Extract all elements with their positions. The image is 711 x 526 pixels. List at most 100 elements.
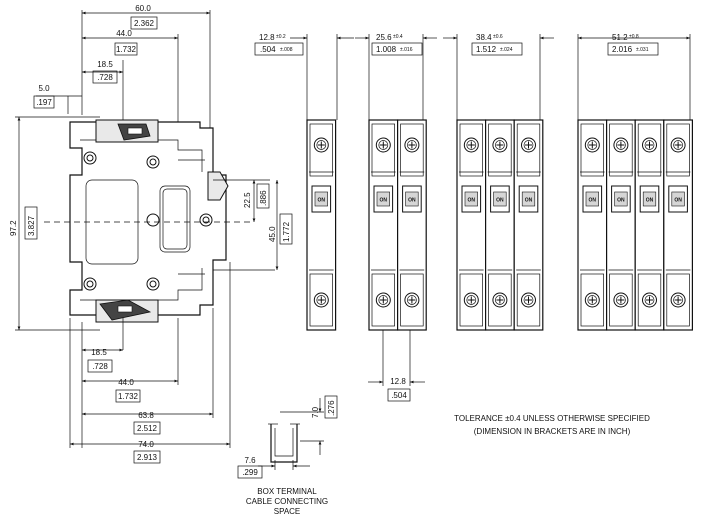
- pole-3-tol-in: ±.024: [500, 47, 513, 53]
- dim-center-full-in: 1.772: [282, 221, 291, 242]
- dim-rail-width-mm: 44.0: [116, 29, 132, 38]
- pole-3-width-mm: 38.4: [476, 33, 492, 42]
- pole-3-width-label: 38.4 ±0.6 1.512 ±.024: [443, 33, 554, 120]
- terminal-screw-icon: [313, 292, 329, 308]
- dim-center-full-mm: 45.0: [268, 226, 277, 242]
- box-height-in: .276: [327, 400, 336, 416]
- terminal-screw-icon: [670, 292, 686, 308]
- box-caption-line1: BOX TERMINAL: [257, 487, 317, 496]
- breaker-module: ON: [368, 119, 399, 331]
- dim-total-depth-mm: 74.0: [138, 440, 154, 449]
- pole-pitch-dimension: 12.8 .504: [368, 330, 425, 402]
- dim-left-offset-in: .197: [36, 98, 52, 107]
- breaker-module: ON: [485, 119, 515, 331]
- breaker-module: ON: [577, 119, 608, 331]
- dim-depth-in: 2.512: [137, 424, 158, 433]
- breaker-module: ON: [605, 119, 636, 331]
- terminal-screw-icon: [521, 292, 536, 308]
- pole-4-width-in: 2.016: [612, 45, 633, 54]
- on-label: ON: [646, 198, 654, 204]
- pole-1-width-label: 12.8 ±0.2 .504 ±.008: [254, 33, 354, 120]
- pole-4-width-mm: 51.2: [612, 33, 628, 42]
- box-width-mm: 7.6: [244, 456, 256, 465]
- breaker-module: ON: [397, 119, 427, 331]
- terminal-screw-icon: [613, 292, 629, 308]
- box-terminal-detail: 7.0 .276 7.6 .299 BOX TERMINAL CABLE CON…: [237, 395, 338, 516]
- dim-top-terminal-mm: 18.5: [97, 60, 113, 69]
- dim-overall-width-in: 2.362: [134, 19, 155, 28]
- on-label: ON: [525, 198, 533, 204]
- pole-dimension-labels: 12.8 ±0.2 .504 ±.008 25.6 ±0.4 1.008 ±.0…: [254, 33, 691, 120]
- terminal-screw-icon: [584, 292, 600, 308]
- breaker-module: ON: [513, 119, 544, 331]
- breaker-group-1: ON: [306, 119, 337, 331]
- pole-2-width-in: 1.008: [376, 45, 397, 54]
- terminal-screw-icon: [670, 137, 686, 153]
- pole-2-tol-mm: ±0.4: [393, 34, 403, 40]
- pitch-mm: 12.8: [390, 377, 406, 386]
- on-label: ON: [496, 198, 504, 204]
- dim-bottom-terminal-mm: 18.5: [91, 348, 107, 357]
- pole-4-tol-mm: ±0.8: [629, 34, 639, 40]
- breaker-module: ON: [634, 119, 665, 331]
- dim-rail-width-in: 1.732: [116, 45, 137, 54]
- pole-1-tol-mm: ±0.2: [276, 34, 286, 40]
- pole-3-tol-mm: ±0.6: [493, 34, 503, 40]
- box-caption-line2: CABLE CONNECTING: [246, 497, 328, 506]
- dim-top-terminal-in: .728: [97, 73, 113, 82]
- note-units: (DIMENSION IN BRACKETS ARE IN INCH): [474, 427, 631, 436]
- terminal-screw-icon: [375, 137, 391, 153]
- pole-1-width-in: .504: [260, 45, 276, 54]
- terminal-screw-icon: [492, 292, 508, 308]
- dim-center-half-mm: 22.5: [243, 192, 252, 208]
- pitch-in: .504: [391, 391, 407, 400]
- dim-bottom-rail-mm: 44.0: [118, 378, 134, 387]
- terminal-screw-icon: [463, 137, 479, 153]
- terminal-screw-icon: [584, 137, 600, 153]
- side-view: 60.0 2.362 44.0 1.732 18.5 .728 5.0 .197…: [9, 4, 293, 464]
- box-height-mm: 7.0: [311, 406, 320, 418]
- breaker-module: ON: [663, 119, 693, 331]
- terminal-screw-icon: [642, 137, 657, 153]
- pole-2-tol-in: ±.016: [400, 47, 413, 53]
- box-width-in: .299: [242, 468, 258, 477]
- pole-1-tol-in: ±.008: [280, 47, 293, 53]
- dim-total-depth-in: 2.913: [137, 453, 158, 462]
- on-label: ON: [380, 198, 388, 204]
- terminal-screw-icon: [642, 292, 657, 308]
- pole-1-width-mm: 12.8: [259, 33, 275, 42]
- on-label: ON: [408, 198, 416, 204]
- on-label: ON: [468, 198, 476, 204]
- on-label: ON: [589, 198, 597, 204]
- dim-center-half-in: .886: [259, 190, 268, 206]
- breaker-module: ON: [456, 119, 487, 331]
- terminal-screw-icon: [375, 292, 391, 308]
- notes: TOLERANCE ±0.4 UNLESS OTHERWISE SPECIFIE…: [454, 414, 650, 436]
- breaker-group-2: ON ON: [368, 119, 427, 331]
- dim-height-in: 3.827: [27, 215, 36, 236]
- pole-4-tol-in: ±.031: [636, 47, 649, 53]
- dim-overall-width-mm: 60.0: [135, 4, 151, 13]
- breaker-module: ON: [306, 119, 337, 331]
- breaker-group-4: ON ON ON ON: [577, 119, 693, 331]
- dim-depth-mm: 63.8: [138, 411, 154, 420]
- terminal-screw-icon: [313, 137, 329, 153]
- dim-bottom-rail-in: 1.732: [118, 392, 139, 401]
- terminal-screw-icon: [492, 137, 508, 153]
- pole-3-width-in: 1.512: [476, 45, 497, 54]
- dim-left-offset-mm: 5.0: [38, 84, 50, 93]
- terminal-screw-icon: [404, 137, 420, 153]
- breaker-front-views: ON ON ON ON ON ON ON ON ON ON: [306, 119, 693, 331]
- terminal-screw-icon: [463, 292, 479, 308]
- terminal-screw-icon: [404, 292, 420, 308]
- on-label: ON: [617, 198, 625, 204]
- breaker-group-3: ON ON ON: [456, 119, 544, 331]
- dim-bottom-terminal-in: .728: [92, 362, 108, 371]
- pole-4-width-label: 51.2 ±0.8 2.016 ±.031: [577, 33, 691, 120]
- pole-2-width-mm: 25.6: [376, 33, 392, 42]
- box-caption-line3: SPACE: [274, 507, 301, 516]
- note-tolerance: TOLERANCE ±0.4 UNLESS OTHERWISE SPECIFIE…: [454, 414, 650, 423]
- on-label: ON: [318, 198, 326, 204]
- dim-height-mm: 97.2: [9, 220, 18, 236]
